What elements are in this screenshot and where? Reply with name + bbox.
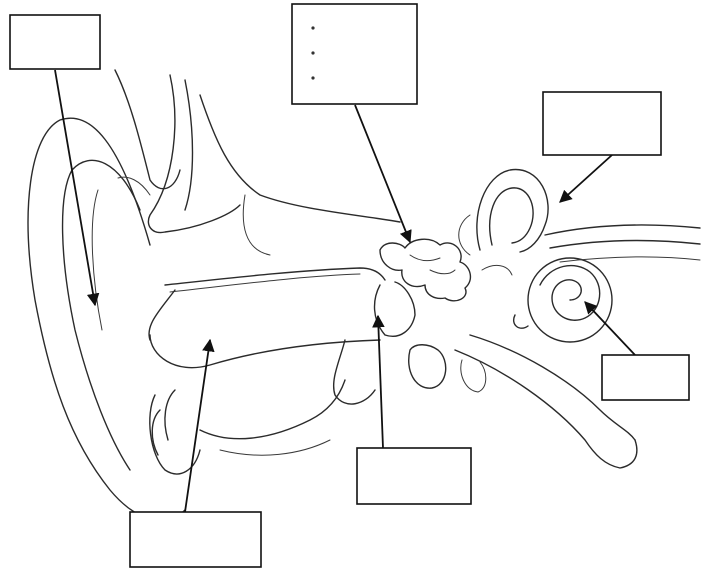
label-box-outer-ear[interactable] — [10, 15, 100, 69]
ossicles-shape — [380, 239, 470, 301]
label-box-eardrum[interactable] — [357, 448, 471, 504]
auricle-outer-rim — [28, 118, 185, 520]
semicircular-canal-inner — [490, 188, 533, 245]
ear-canal-upper-2 — [170, 274, 360, 292]
auricle-antihelix — [92, 177, 150, 330]
skull-contour-4 — [243, 195, 270, 255]
auditory-nerve-3 — [560, 257, 700, 262]
arrow-semicircular-canals — [560, 155, 612, 202]
ear-canal-upper — [165, 268, 385, 285]
eardrum-shape — [375, 282, 415, 336]
concha — [149, 290, 175, 340]
bullet-point-1 — [311, 26, 314, 29]
ossicles-detail — [410, 255, 455, 274]
auricle-helix-inner — [63, 160, 140, 470]
arrow-eardrum — [378, 316, 383, 448]
label-box-middle-ear-bones[interactable] — [292, 4, 417, 104]
lower-contour-1 — [200, 380, 345, 439]
tragus — [152, 390, 175, 455]
arrow-outer-ear — [55, 70, 95, 305]
arrow-cochlea — [585, 302, 635, 355]
lower-contour-3 — [334, 340, 375, 404]
auditory-nerve-1 — [545, 225, 700, 235]
arrow-ear-canal — [185, 340, 210, 512]
label-box-semicircular-canals[interactable] — [543, 92, 661, 155]
skull-contour-1 — [148, 75, 240, 233]
skull-contour-3 — [200, 95, 400, 222]
bullet-point-3 — [311, 76, 314, 79]
label-box-ear-canal[interactable] — [130, 512, 261, 567]
skull-contour-2 — [185, 80, 193, 210]
cochlea-spiral — [540, 266, 600, 321]
lower-contour-2 — [220, 440, 330, 455]
arrow-middle-ear-bones — [355, 105, 410, 242]
temporal-detail — [461, 360, 486, 392]
bullet-point-2 — [311, 51, 314, 54]
label-boxes — [10, 4, 689, 567]
auricle-upper-crus — [115, 70, 180, 189]
auditory-nerve-2 — [550, 241, 700, 248]
semicircular-canal-outer — [477, 170, 548, 252]
label-box-cochlea[interactable] — [602, 355, 689, 400]
